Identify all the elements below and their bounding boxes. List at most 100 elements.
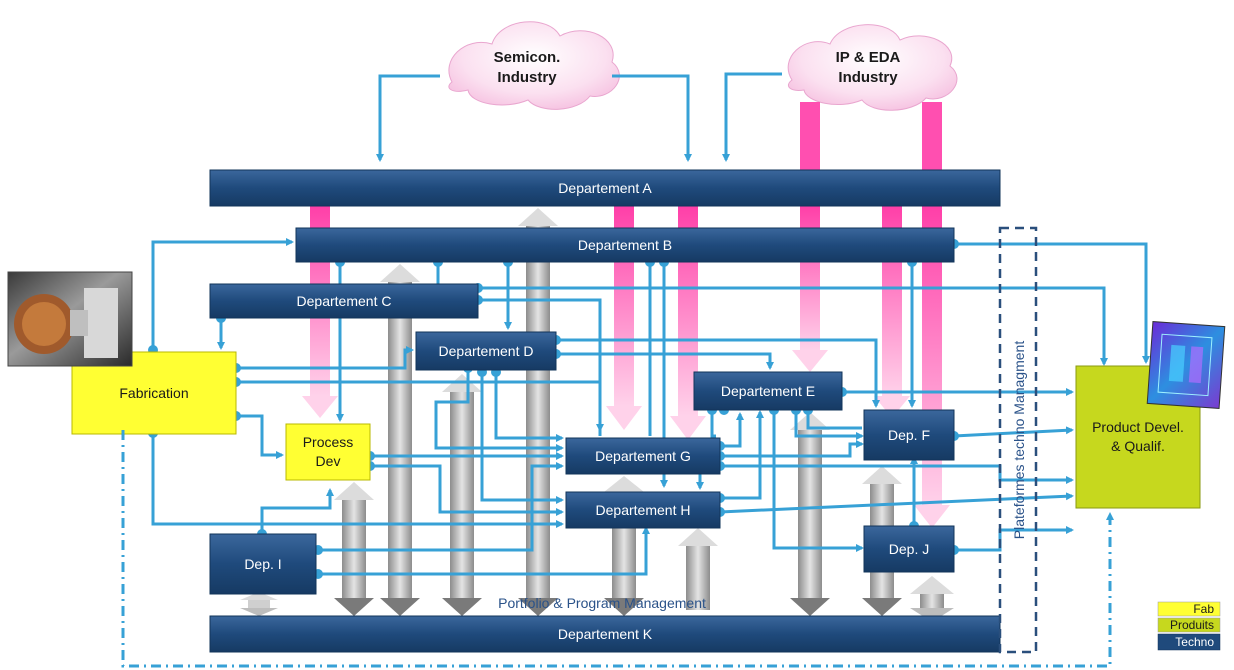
pink-bar-ipeda-2 xyxy=(922,102,942,172)
connector-e-to-g xyxy=(710,412,716,438)
wafer-photo xyxy=(7,271,133,367)
connector-processdev-to-h xyxy=(370,464,564,516)
gray-arrow-a xyxy=(526,226,550,598)
dept-g: Departement G xyxy=(565,437,721,475)
dept-f-label: Dep. F xyxy=(888,427,930,443)
pink-arrow-head-c xyxy=(302,396,338,418)
connector-h-to-e xyxy=(720,410,764,500)
connector-ipeda-to-a xyxy=(722,72,782,162)
dept-b-box xyxy=(295,227,955,263)
connector-fab-to-processdev xyxy=(236,414,284,459)
connector-i-to-h xyxy=(318,526,650,576)
process-dev-line2: Dev xyxy=(316,453,341,469)
dept-c-label: Departement C xyxy=(297,293,392,309)
cloud-ipeda-line2: Industry xyxy=(838,69,898,86)
connector-g-to-e xyxy=(720,412,744,448)
dept-i-box xyxy=(209,533,317,595)
connector-d-to-e xyxy=(556,352,774,370)
dept-e: Departement E xyxy=(693,371,843,411)
connector-e-to-f2 xyxy=(806,412,862,430)
flow-connectors xyxy=(151,72,1150,576)
process-dev-line1: Process xyxy=(303,434,354,450)
gray-flow-arrows xyxy=(240,208,954,622)
dept-f-box xyxy=(863,409,955,461)
legend: Fab Produits Techno xyxy=(1157,601,1221,651)
product-devel-line1: Product Devel. xyxy=(1092,419,1184,435)
pink-arrow-head-h xyxy=(670,416,706,440)
dept-e-box xyxy=(693,371,843,411)
dept-h-box xyxy=(565,491,721,529)
feedback-loop xyxy=(121,430,1114,668)
connector-h-to-product xyxy=(719,492,1074,514)
dept-b: Departement B xyxy=(295,227,955,263)
plateformes-techno-box: Plateformes techno Managment xyxy=(998,226,1038,654)
connector-e-to-f xyxy=(794,412,864,440)
gray-arrow-c xyxy=(388,282,412,598)
dept-h-label: Departement H xyxy=(596,502,691,518)
legend-produits: Produits xyxy=(1170,618,1214,632)
dept-g-box xyxy=(565,437,721,475)
connector-d-to-g2 xyxy=(494,372,564,442)
dept-k-label: Departement K xyxy=(558,626,653,642)
dept-j-box xyxy=(863,525,955,573)
dept-i: Dep. I xyxy=(209,533,317,595)
dept-e-label: Departement E xyxy=(721,383,815,399)
connector-d-to-f xyxy=(556,338,880,408)
cloud-semicon-line1: Semicon. xyxy=(494,49,561,66)
plateformes-label: Plateformes techno Managment xyxy=(1011,341,1027,540)
gray-arrow-d xyxy=(450,392,474,598)
dept-c-box xyxy=(209,283,479,319)
dept-d-label: Departement D xyxy=(439,343,534,359)
connector-g-to-f xyxy=(720,440,864,458)
dept-c: Departement C xyxy=(209,283,479,319)
legend-produits-swatch xyxy=(1157,617,1221,633)
dept-i-label: Dep. I xyxy=(244,556,281,572)
legend-techno: Techno xyxy=(1175,635,1214,649)
pink-arrow-head-g xyxy=(606,406,642,430)
connector-fab-to-b xyxy=(151,238,294,350)
pink-arrow-head-e xyxy=(792,350,828,372)
legend-techno-swatch xyxy=(1157,633,1221,651)
dept-d: Departement D xyxy=(415,331,557,371)
gray-arrow-j xyxy=(920,594,944,608)
pink-arrow-head-f xyxy=(874,396,910,418)
gray-arrow-e xyxy=(798,430,822,598)
dept-k: Departement K xyxy=(209,615,1001,653)
connector-fab-to-d xyxy=(236,346,414,370)
connector-semicon-to-a xyxy=(376,74,440,162)
connector-fab-to-h xyxy=(151,433,564,528)
product-devel-line2: & Qualif. xyxy=(1111,438,1165,454)
connector-b-to-product xyxy=(954,242,1150,364)
dept-a-label: Departement A xyxy=(558,180,652,196)
connector-i-to-processdev xyxy=(260,488,334,534)
cloud-ipeda-line1: IP & EDA xyxy=(836,49,901,66)
cloud-semicon-line2: Industry xyxy=(497,69,557,86)
chip-photo xyxy=(1146,321,1226,409)
gray-arrow-h xyxy=(686,546,710,610)
fabrication-label: Fabrication xyxy=(119,385,188,401)
cloud-ip-eda-industry: IP & EDA Industry xyxy=(787,24,958,111)
dept-g-label: Departement G xyxy=(595,448,691,464)
dept-d-box xyxy=(415,331,557,371)
cloud-semicon-industry: Semicon. Industry xyxy=(448,21,620,110)
portfolio-label: Portfolio & Program Management xyxy=(498,595,706,611)
dept-h: Departement H xyxy=(565,491,721,529)
connector-d-to-g xyxy=(434,368,564,452)
gray-arrow-i xyxy=(248,600,270,608)
dept-j: Dep. J xyxy=(863,525,955,573)
connector-c-to-product xyxy=(478,286,1108,366)
connector-semicon-to-a2 xyxy=(612,74,692,162)
legend-fab: Fab xyxy=(1193,602,1214,616)
legend-fab-swatch xyxy=(1157,601,1221,617)
connector-c-to-g xyxy=(478,298,602,436)
dept-f: Dep. F xyxy=(863,409,955,461)
connector-f-to-product xyxy=(953,426,1074,438)
dept-a-box xyxy=(209,169,1001,207)
connector-i-to-g xyxy=(318,462,564,552)
dept-b-label: Departement B xyxy=(578,237,672,253)
pink-bar-ipeda-1 xyxy=(800,102,820,172)
dept-j-label: Dep. J xyxy=(889,541,929,557)
dept-k-box xyxy=(209,615,1001,653)
connector-d-to-h xyxy=(480,372,564,504)
